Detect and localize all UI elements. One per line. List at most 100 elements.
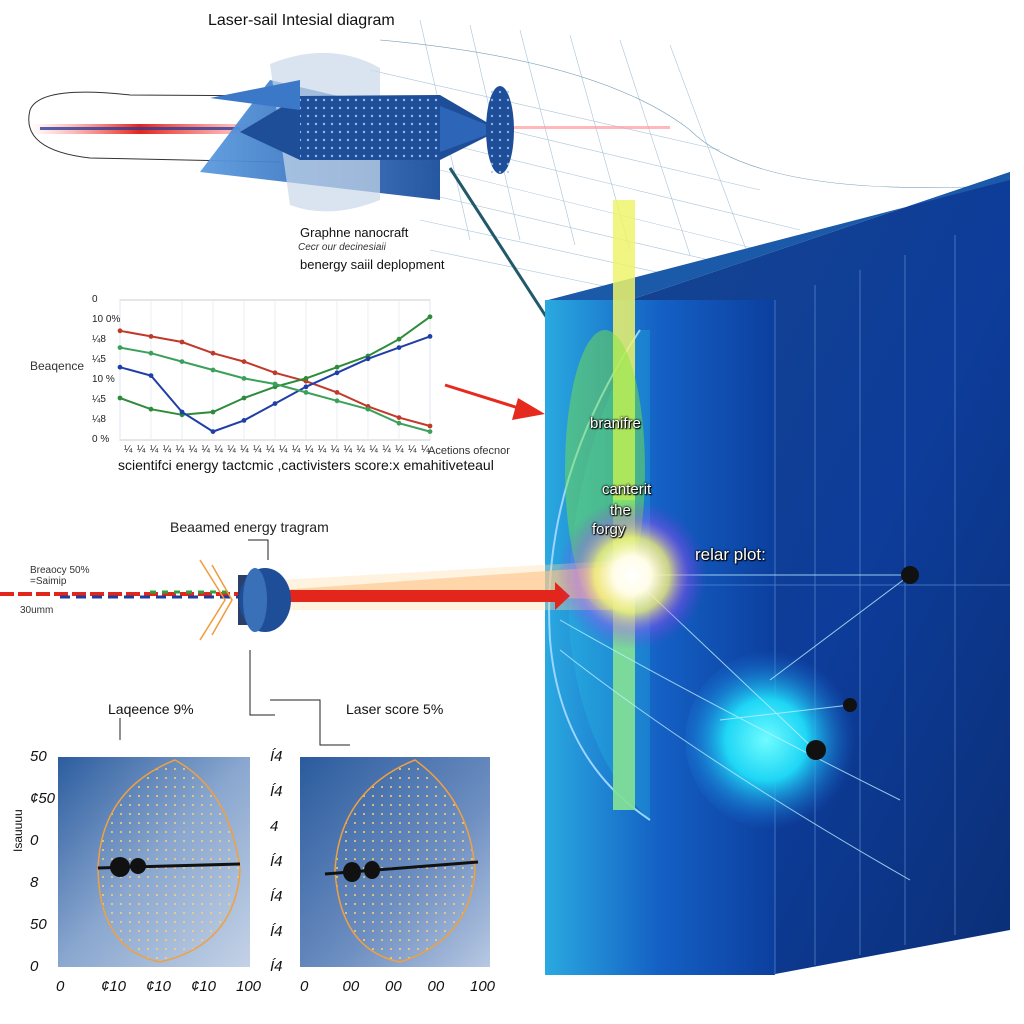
left-sail-x-tick: 100 xyxy=(236,978,262,995)
right-sail-x-tick: 00 xyxy=(385,978,402,995)
left-sail-panel xyxy=(58,757,250,967)
seq-y-tick: 0 xyxy=(92,294,98,305)
pointer-arrow xyxy=(444,383,545,420)
data-point xyxy=(179,359,185,364)
seq-x-tick: ¼ xyxy=(214,444,223,455)
data-point xyxy=(334,364,340,370)
data-point xyxy=(427,314,433,320)
seq-x-tick: ¼ xyxy=(175,444,184,455)
right-sail-y-tick: Í4 xyxy=(270,923,283,940)
right-sail-y-tick: 4 xyxy=(270,818,279,835)
sequence-right-note: Acetions ofecnor xyxy=(428,445,510,457)
seq-x-tick: ¼ xyxy=(149,444,159,455)
data-point xyxy=(272,370,278,376)
seq-y-tick: 0 % xyxy=(92,434,110,445)
seq-x-tick: ¼ xyxy=(124,444,133,455)
data-point xyxy=(396,420,402,426)
left-sail-x-tick: ¢10 xyxy=(191,978,217,995)
impact-flash xyxy=(557,500,707,650)
seq-x-tick: ¼ xyxy=(343,444,352,455)
left-sail-x-tick: ¢10 xyxy=(101,978,127,995)
beam-title: Beaamed energy tragram xyxy=(170,519,329,535)
seq-x-tick: ¼ xyxy=(188,444,197,455)
data-point xyxy=(427,423,433,429)
seq-x-tick: ¼ xyxy=(227,444,236,455)
seq-x-tick: ¼ xyxy=(421,444,430,455)
left-sail-y-tick: 0 xyxy=(30,958,39,975)
overlay-label-bran: branifre xyxy=(590,415,641,432)
overlay-label-the: the xyxy=(610,502,631,519)
right-sail-y-tick: Í4 xyxy=(270,748,283,765)
data-point xyxy=(241,376,247,381)
seq-x-tick: ¼ xyxy=(162,444,172,455)
seq-x-tick: ¼ xyxy=(382,444,391,455)
data-point xyxy=(241,418,247,423)
left-sail-y-tick: 50 xyxy=(30,748,47,765)
left-sail-title: Laqeence 9% xyxy=(108,701,194,717)
left-sail-ylabel: Isauuuu xyxy=(11,809,25,852)
data-point xyxy=(334,390,340,395)
data-point xyxy=(303,376,309,381)
beamed-energy-laser xyxy=(0,559,630,641)
overlay-label-relar: relar plot: xyxy=(695,545,766,564)
data-point xyxy=(117,364,123,370)
seq-y-tick: ¼8 xyxy=(92,334,106,345)
seq-x-tick: ¼ xyxy=(291,444,301,455)
right-sail-y-tick: Í4 xyxy=(270,853,283,870)
seq-x-tick: ¼ xyxy=(279,444,288,455)
data-point xyxy=(303,390,309,395)
beam-freq-label: Breaocy 50% xyxy=(30,565,90,576)
data-point xyxy=(396,415,402,420)
data-point xyxy=(365,406,371,412)
left-sail-y-tick: 0 xyxy=(30,832,39,849)
seq-x-tick: ¼ xyxy=(253,444,262,455)
data-point xyxy=(427,334,433,339)
craft-caption-1: Graphne nanocraft xyxy=(300,225,409,240)
data-point xyxy=(303,384,309,390)
left-sail-y-tick: 50 xyxy=(30,916,47,933)
graphene-nanocraft xyxy=(200,52,514,212)
left-sail-x-tick: 0 xyxy=(56,978,65,995)
right-sail-x-tick: 00 xyxy=(427,978,445,995)
seq-y-tick: ¼5 xyxy=(92,354,106,365)
beam-samp-label: =Saimip xyxy=(30,576,67,587)
seq-x-tick: ¼ xyxy=(201,444,210,455)
seq-x-tick: ¼ xyxy=(369,444,378,455)
right-sail-y-tick: Í4 xyxy=(270,958,283,975)
overlay-label-forgy: forgy xyxy=(592,521,626,538)
data-point xyxy=(272,381,278,387)
data-point xyxy=(179,339,185,345)
right-sail-x-tick: 0 xyxy=(300,978,309,995)
seq-x-tick: ¼ xyxy=(408,444,417,455)
data-point xyxy=(117,395,123,401)
right-sail-x-tick: 100 xyxy=(470,978,496,995)
diagram-title: Laser-sail Intesial diagram xyxy=(208,12,395,29)
seq-x-tick: ¼ xyxy=(356,444,365,455)
seq-x-tick: ¼ xyxy=(266,444,275,455)
seq-y-tick: ¼8 xyxy=(92,414,106,425)
sequence-caption: scientifci energy tactcmic ,cactivisters… xyxy=(118,457,494,473)
data-point xyxy=(117,328,123,334)
left-sail-y-tick: 8 xyxy=(30,874,39,891)
bracket-lines xyxy=(119,539,350,746)
data-point xyxy=(396,336,402,342)
seq-x-tick: ¼ xyxy=(240,444,249,455)
craft-caption-2: Cecr our decinesiaii xyxy=(298,242,386,253)
data-point xyxy=(148,406,154,412)
sequence-ylabel: Beaqence xyxy=(30,359,85,373)
data-point xyxy=(396,345,402,350)
seq-x-tick: ¼ xyxy=(330,444,339,455)
seq-x-tick: ¼ xyxy=(395,444,404,455)
seq-y-tick: ¼5 xyxy=(92,394,106,405)
right-sail-panel xyxy=(300,757,490,967)
data-point xyxy=(241,395,247,401)
seq-x-tick: ¼ xyxy=(317,444,327,455)
right-sail-y-tick: Í4 xyxy=(270,888,283,905)
data-point xyxy=(241,359,247,364)
overlay-label-cant: canterit xyxy=(602,481,652,498)
data-point xyxy=(210,367,216,373)
data-point xyxy=(148,350,154,356)
data-point xyxy=(210,409,216,415)
beam-mm-label: 30umm xyxy=(20,605,54,616)
